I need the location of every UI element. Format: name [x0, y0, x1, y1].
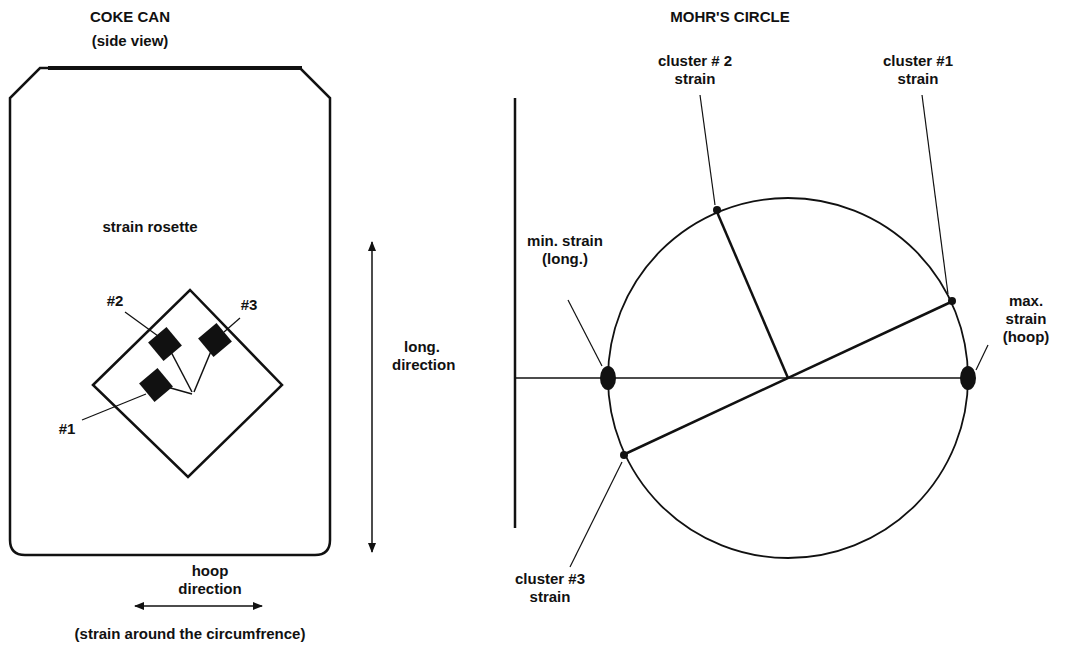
part-label: strain rosette: [95, 218, 205, 236]
figure-title: MOHR'S CIRCLE: [630, 8, 830, 26]
point-label: min. strain (long.): [525, 232, 605, 268]
coke-can: [10, 68, 330, 555]
callout-number: #3: [232, 296, 266, 314]
note: (strain around the circumfrence): [20, 625, 360, 643]
figure-title: COKE CAN: [60, 8, 200, 26]
direction-label: hoop direction: [165, 562, 255, 598]
figure-subtitle: (side view): [60, 32, 200, 50]
callout-number: #2: [98, 292, 132, 310]
direction-label: long. direction: [392, 338, 452, 374]
callout-number: #1: [50, 420, 84, 438]
point-label: cluster # 2 strain: [640, 52, 750, 88]
mohrs-circle: [515, 95, 988, 567]
direction-arrows: [135, 242, 372, 606]
point-label: cluster #1 strain: [868, 52, 968, 88]
strain-points: [600, 206, 976, 459]
strain-rosette: [82, 290, 282, 477]
point-label: cluster #3 strain: [500, 570, 600, 606]
point-label: max. strain (hoop): [990, 292, 1062, 346]
